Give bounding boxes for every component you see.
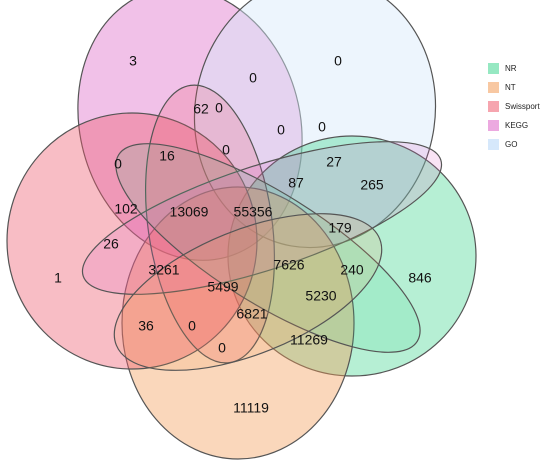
legend-item-nr: NR: [488, 59, 548, 78]
region-label-go-sw-upper: 0: [277, 122, 285, 138]
legend-swatch-nt: [488, 82, 499, 93]
legend-swatch-swissport: [488, 101, 499, 112]
region-label-region-36: 36: [138, 318, 154, 334]
legend-item-nt: NT: [488, 78, 548, 97]
region-label-go-nr-27: 27: [326, 154, 342, 170]
legend-label-nt: NT: [505, 83, 516, 92]
venn-sets: [6, 0, 477, 460]
region-label-kegg-sw-16: 16: [159, 148, 175, 164]
legend-label-kegg: KEGG: [505, 121, 529, 130]
region-label-kegg-go-sw-top: 62: [193, 101, 209, 117]
region-label-kegg-only: 3: [129, 53, 137, 69]
legend-item-go: GO: [488, 135, 548, 154]
set-go: [193, 0, 437, 249]
petal-vertical: [144, 84, 276, 364]
set-nt: [121, 186, 355, 460]
region-label-region-13069: 13069: [170, 204, 209, 220]
region-label-sw-only: 1: [54, 270, 62, 286]
region-label-region-179: 179: [328, 220, 352, 236]
region-label-kegg-go-sw-center: 0: [222, 142, 230, 158]
region-label-region-6821: 6821: [236, 306, 267, 322]
region-label-nr-only: 846: [408, 270, 432, 286]
set-kegg: [77, 0, 303, 261]
region-label-region-55356: 55356: [234, 204, 273, 220]
region-label-region-11269: 11269: [290, 332, 328, 348]
region-label-kegg-sw-left: 0: [114, 156, 122, 172]
legend-label-go: GO: [505, 140, 518, 149]
set-nr: [227, 135, 477, 377]
region-label-region-87: 87: [288, 175, 304, 191]
legend-swatch-go: [488, 139, 499, 150]
region-label-region-0-lower: 0: [188, 318, 196, 334]
region-label-region-3261: 3261: [148, 262, 179, 278]
legend-swatch-kegg: [488, 120, 499, 131]
region-label-region-26: 26: [103, 236, 119, 252]
region-labels: 3 0 0 62 0 0 0 0 16 0 27 265 87 102 13069 55356 179 26 1 32…: [54, 53, 432, 416]
petal-diag-right: [81, 141, 443, 295]
region-label-go-nr-265: 265: [360, 177, 384, 193]
region-label-region-240: 240: [340, 262, 364, 278]
region-label-go-sw-right: 0: [318, 119, 326, 135]
petal-lower: [113, 213, 383, 371]
region-label-region-5230: 5230: [305, 288, 336, 304]
region-label-region-0-bottom: 0: [218, 340, 226, 356]
legend-item-swissport: Swissport: [488, 97, 548, 116]
legend-label-nr: NR: [505, 64, 517, 73]
legend: NR NT Swissport KEGG GO: [488, 59, 548, 154]
region-label-go-only: 0: [334, 53, 342, 69]
region-label-kegg-go: 0: [249, 70, 257, 86]
region-label-region-102: 102: [114, 201, 138, 217]
legend-swatch-nr: [488, 63, 499, 74]
legend-label-swissport: Swissport: [505, 102, 540, 111]
region-label-region-7626: 7626: [273, 257, 304, 273]
set-swissport: [6, 112, 258, 370]
region-label-region-5499: 5499: [207, 279, 238, 295]
petal-diag-down: [115, 143, 421, 353]
region-label-kegg-go-inner: 0: [215, 100, 223, 116]
legend-item-kegg: KEGG: [488, 116, 548, 135]
region-label-nt-only: 11119: [233, 400, 269, 416]
